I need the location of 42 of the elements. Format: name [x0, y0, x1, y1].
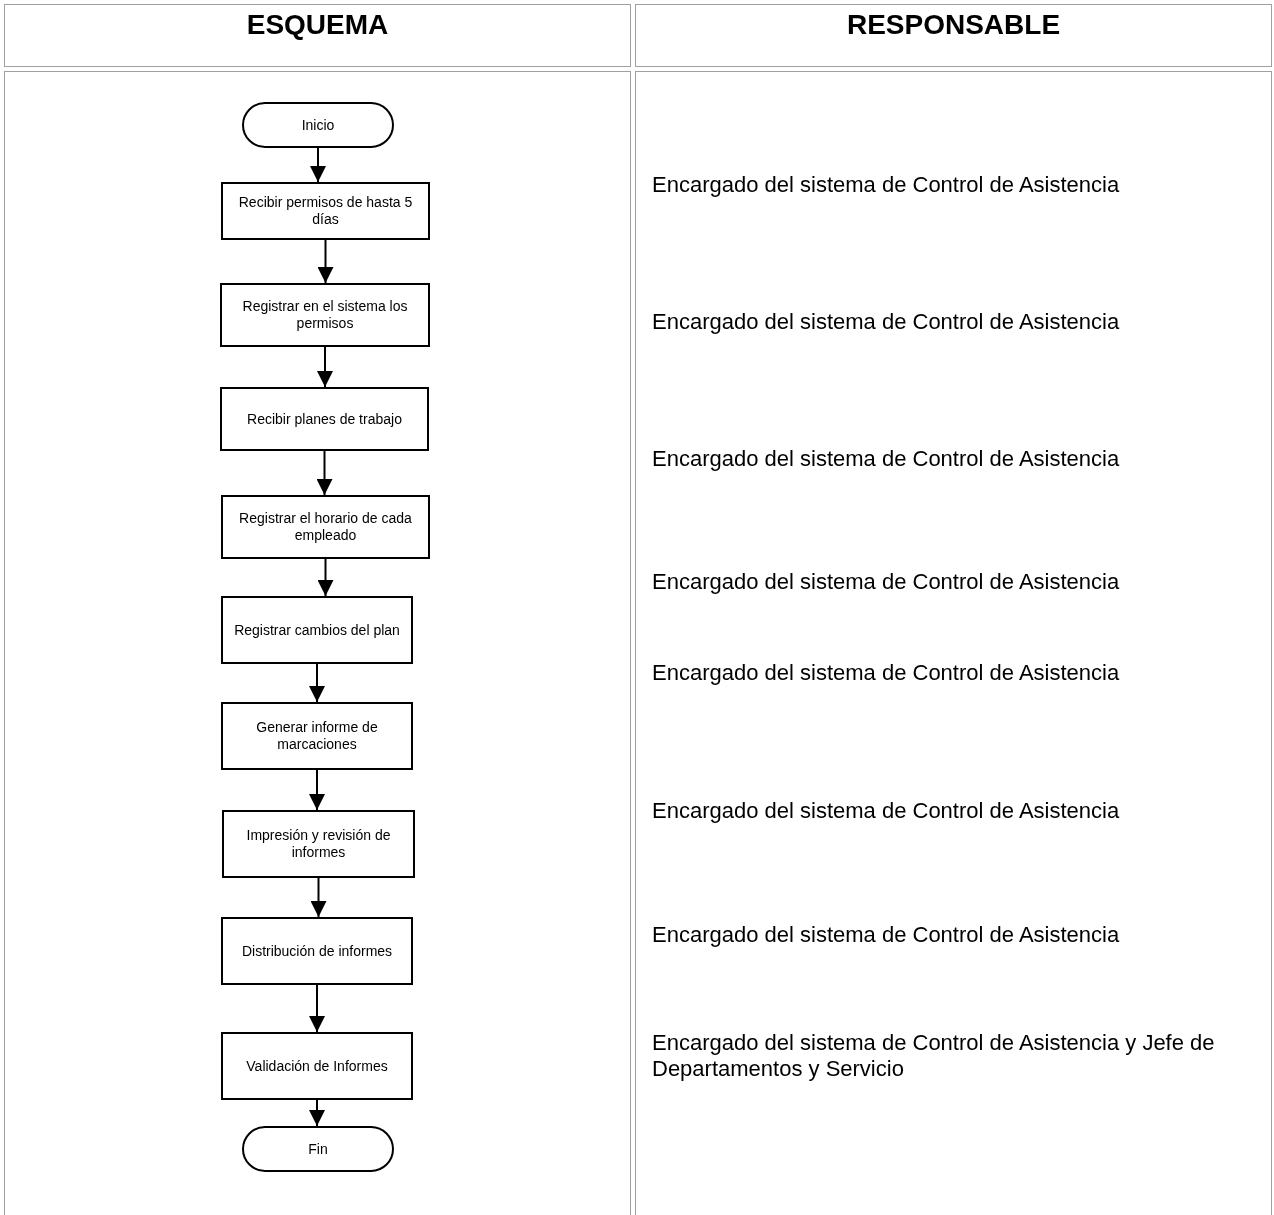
node-text: Generar informe de marcaciones: [255, 719, 379, 753]
responsible-text: Encargado del sistema de Control de Asistencia: [652, 569, 1121, 595]
responsible-text: Encargado del sistema de Control de Asistencia: [652, 446, 1121, 472]
terminal-shape: [242, 1126, 394, 1172]
node-text: Validación de Informes: [246, 1057, 388, 1075]
node-text: Impresión y revisión de informes: [245, 827, 392, 861]
arrow: [310, 147, 326, 183]
node-text: Registrar en el sistema los permisos: [241, 298, 409, 332]
column-header: ESQUEMA: [245, 12, 390, 38]
arrow: [309, 984, 325, 1033]
terminal-shape: [242, 102, 394, 148]
process-box: [221, 1032, 413, 1100]
arrow: [309, 769, 325, 811]
arrow: [317, 239, 334, 284]
process-box: [221, 596, 413, 664]
process-box: [221, 182, 430, 240]
node-text: Inicio: [301, 116, 335, 134]
node-text: Distribución de informes: [241, 942, 393, 960]
arrow: [309, 1099, 325, 1127]
arrow: [316, 450, 333, 496]
process-box: [222, 810, 415, 878]
node-text: Registrar el horario de cada empleado: [238, 510, 413, 544]
process-box: [220, 283, 430, 347]
responsible-text: Encargado del sistema de Control de Asistencia: [652, 309, 1121, 335]
responsible-text: Encargado del sistema de Control de Asistencia: [652, 172, 1121, 198]
responsible-text: Encargado del sistema de Control de Asistencia: [652, 922, 1121, 948]
arrow: [317, 346, 333, 388]
responsible-text: Encargado del sistema de Control de Asistencia: [652, 798, 1121, 824]
process-box: [221, 495, 430, 559]
arrow: [310, 877, 327, 918]
process-box: [221, 702, 413, 770]
process-box: [221, 917, 413, 985]
node-text: Fin: [308, 1140, 328, 1158]
responsible-text: Encargado del sistema de Control de Asistencia: [652, 660, 1121, 686]
node-text: Registrar cambios del plan: [234, 621, 400, 639]
column-header: RESPONSABLE: [845, 12, 1062, 38]
process-box: [220, 387, 429, 451]
arrow: [309, 663, 325, 703]
node-text: Recibir planes de trabajo: [247, 410, 402, 428]
node-text: Recibir permisos de hasta 5 días: [237, 194, 414, 228]
responsible-text: Encargado del sistema de Control de Asistencia y Jefe de Departamentos y Servicio: [652, 1030, 1216, 1082]
arrow: [317, 558, 334, 597]
